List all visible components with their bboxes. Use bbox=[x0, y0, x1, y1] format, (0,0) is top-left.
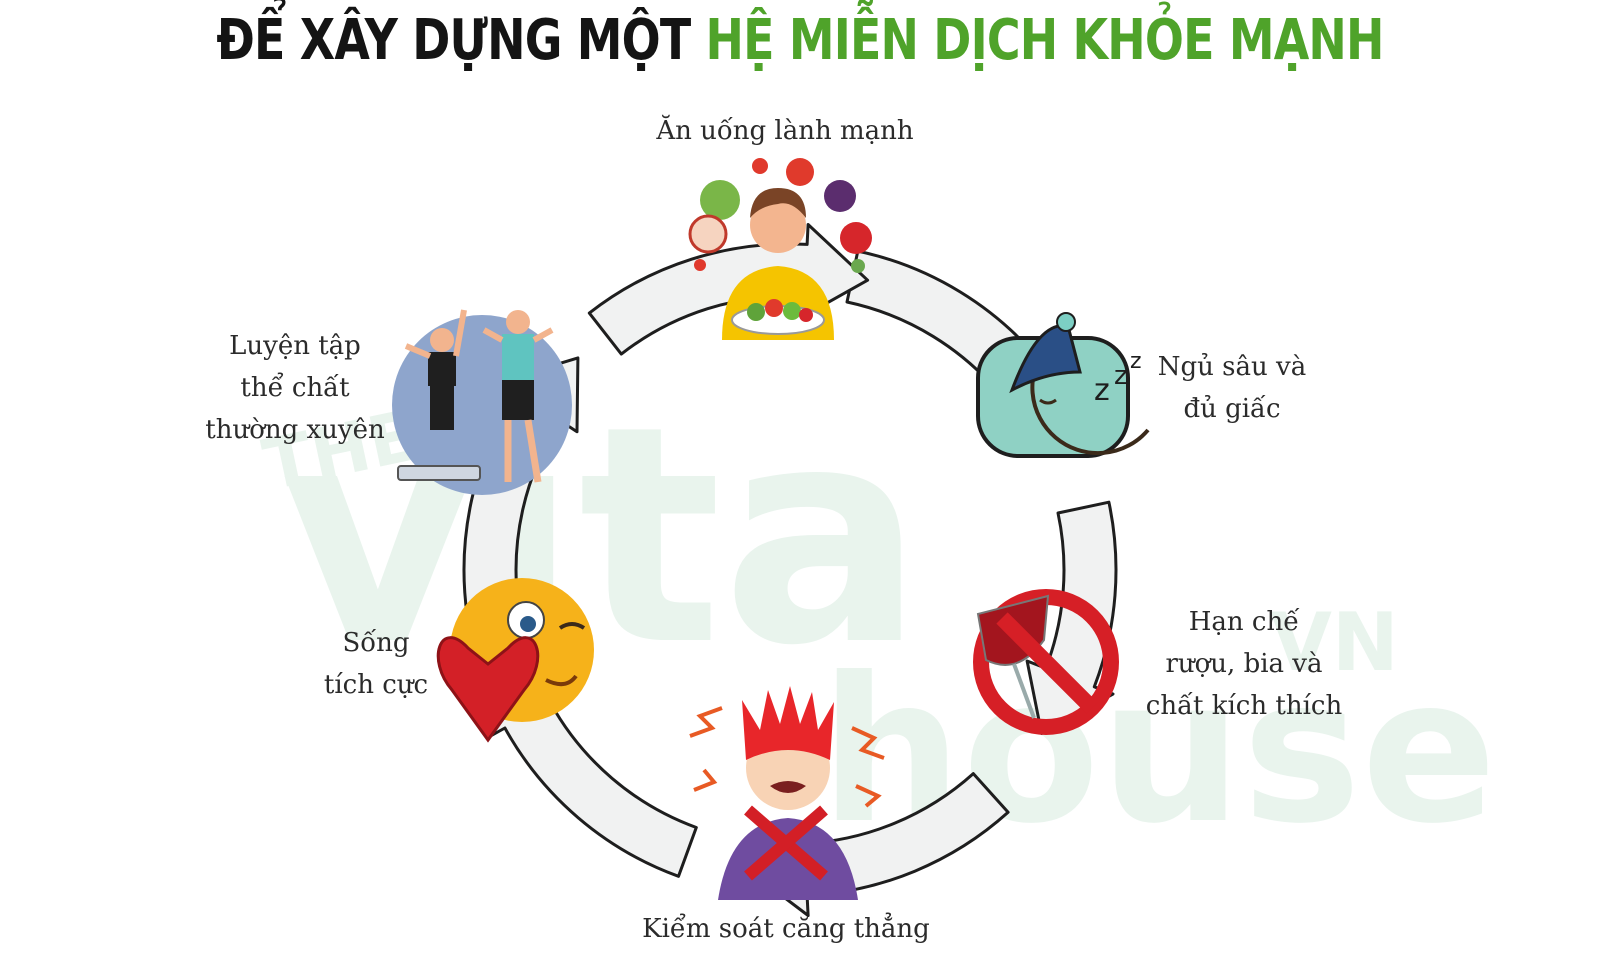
label-exercise: Luyện tập thể chất thường xuyên bbox=[190, 325, 400, 451]
title-part-green: HỆ MIỄN DỊCH KHỎE MẠNH bbox=[705, 8, 1384, 73]
label-limit-alcohol: Hạn chế rượu, bia và chất kích thích bbox=[1126, 601, 1362, 727]
cycle-arrow-6 bbox=[587, 223, 870, 356]
watermark-vn: VN bbox=[1270, 596, 1399, 689]
label-line: Ăn uống lành mạnh bbox=[656, 116, 914, 146]
label-line: thể chất bbox=[240, 373, 350, 403]
label-sleep: Ngủ sâu và đủ giấc bbox=[1142, 346, 1322, 430]
label-line: chất kích thích bbox=[1145, 691, 1343, 721]
label-line: đủ giấc bbox=[1183, 394, 1281, 424]
label-line: Luyện tập bbox=[229, 331, 361, 361]
title-part-dark: ĐỂ XÂY DỰNG MỘT bbox=[216, 8, 706, 73]
stressed-person-icon bbox=[689, 686, 885, 900]
label-line: tích cực bbox=[323, 670, 429, 700]
svg-text:z: z bbox=[1114, 361, 1128, 391]
svg-text:z: z bbox=[1094, 373, 1110, 408]
label-positive-living: Sống tích cực bbox=[296, 622, 456, 706]
sleeping-moon-icon: z z z bbox=[976, 312, 1150, 458]
label-line: Kiểm soát căng thẳng bbox=[642, 914, 930, 944]
label-line: thường xuyên bbox=[205, 415, 385, 445]
page-title: ĐỂ XÂY DỰNG MỘT HỆ MIỄN DỊCH KHỎE MẠNH bbox=[144, 8, 1456, 73]
watermark-vita: vita bbox=[280, 362, 924, 711]
label-stress-control: Kiểm soát căng thẳng bbox=[626, 908, 946, 950]
svg-text:z: z bbox=[1130, 349, 1142, 374]
no-wine-icon bbox=[973, 589, 1119, 735]
healthy-eating-icon bbox=[688, 158, 872, 340]
heart-emoji-icon bbox=[436, 578, 594, 743]
label-line: Ngủ sâu và bbox=[1157, 352, 1307, 382]
label-line: rượu, bia và bbox=[1165, 649, 1323, 679]
watermark-logo: THE vita house VN bbox=[256, 362, 1496, 868]
label-line: Hạn chế bbox=[1188, 607, 1300, 637]
label-line: Sống bbox=[342, 628, 410, 658]
exercise-icon bbox=[392, 309, 572, 495]
label-healthy-eating: Ăn uống lành mạnh bbox=[640, 110, 930, 152]
